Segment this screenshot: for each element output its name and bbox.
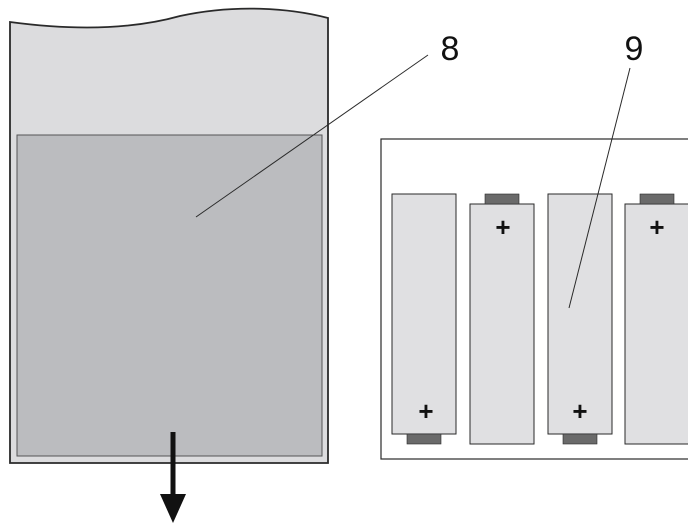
battery-cover (9, 7, 329, 464)
callout-9: 9 (568, 30, 644, 309)
battery-terminal (562, 433, 598, 445)
battery: + (624, 193, 688, 445)
callout-8-label: 8 (441, 30, 460, 68)
polarity-plus-sign: + (418, 396, 433, 426)
cover-insert-panel (16, 134, 323, 457)
battery-terminal (406, 433, 442, 445)
battery: + (547, 193, 613, 445)
callout-8-leader (195, 54, 429, 218)
callout-8: 8 (195, 30, 460, 218)
battery: + (469, 193, 535, 445)
battery-terminal (639, 193, 675, 205)
polarity-plus-sign: + (572, 396, 587, 426)
battery-terminal (484, 193, 520, 205)
callout-9-leader (568, 67, 631, 309)
battery: + (391, 193, 457, 445)
polarity-plus-sign: + (649, 212, 664, 242)
polarity-plus-sign: + (495, 212, 510, 242)
callout-9-label: 9 (625, 30, 644, 68)
arrow-down-icon (160, 432, 186, 523)
